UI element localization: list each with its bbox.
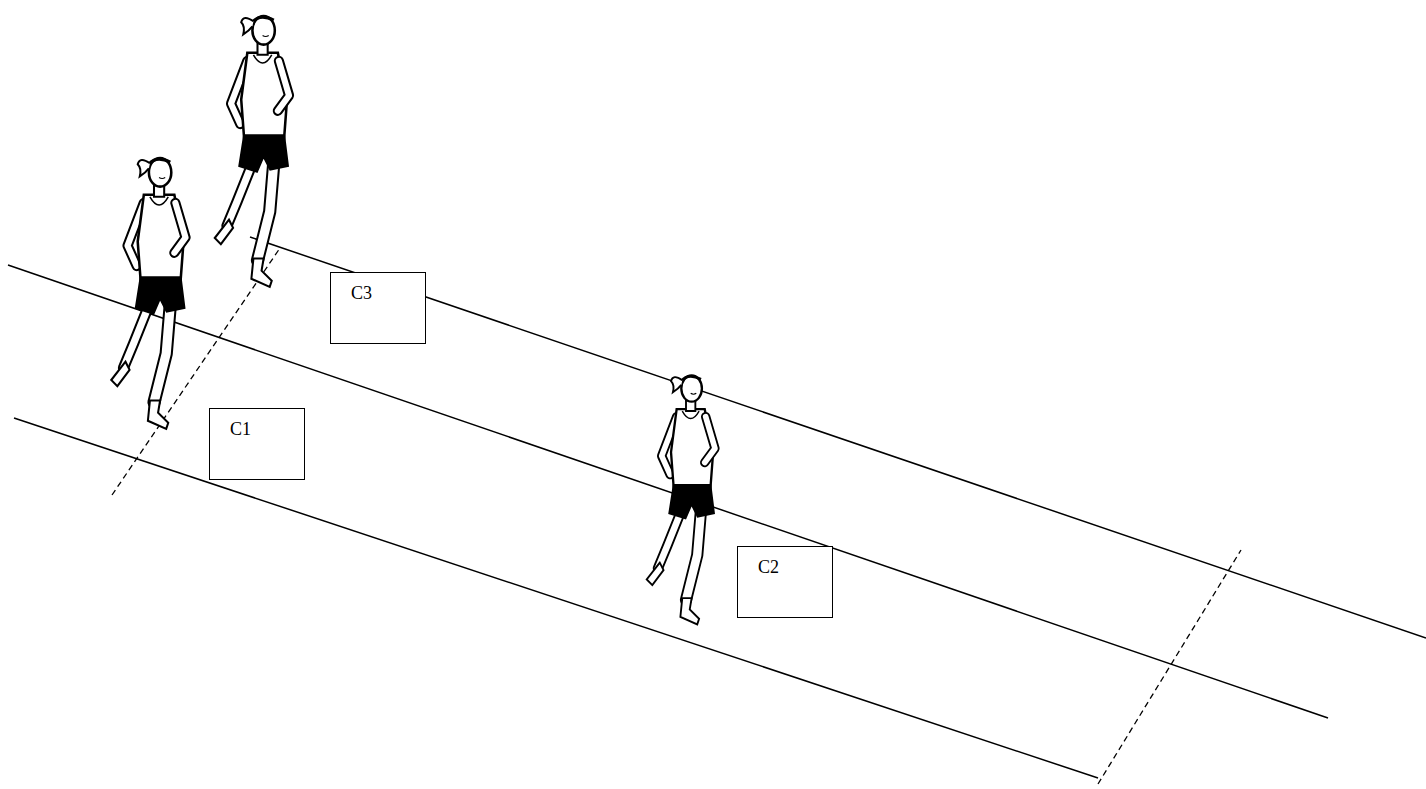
box-label: C1 — [230, 419, 292, 441]
box-label: C3 — [351, 283, 413, 305]
finish-line — [1098, 550, 1241, 784]
lane-box: C3 — [330, 272, 426, 344]
lane-line — [250, 237, 1426, 638]
dashed-marks — [112, 248, 1241, 784]
lane-box: C1 — [209, 408, 305, 480]
lane-line — [14, 418, 1098, 778]
runner-figure — [111, 158, 185, 429]
lane-line — [8, 265, 1328, 718]
runner-figure — [647, 375, 715, 624]
box-label: C2 — [758, 557, 820, 579]
lane-lines — [8, 237, 1426, 778]
lane-box: C2 — [737, 546, 833, 618]
runner-figure — [215, 16, 289, 287]
